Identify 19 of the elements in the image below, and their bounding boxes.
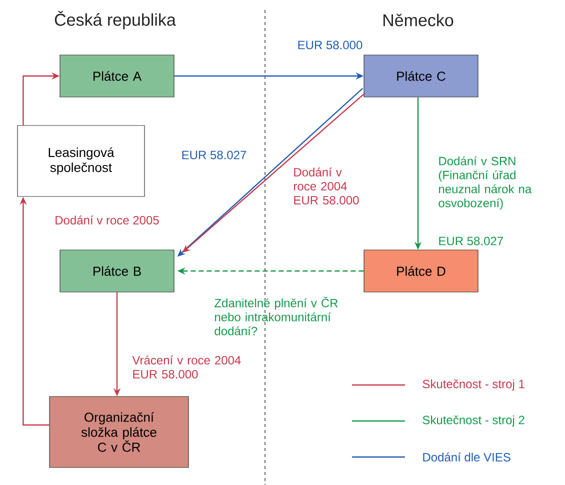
- legend-text: Skutečnost - stroj 1: [422, 379, 524, 391]
- heading: Česká republika: [54, 10, 176, 30]
- edge-label: EUR 58.000: [298, 40, 362, 50]
- box: Plátce D: [364, 250, 478, 292]
- edge-label: Dodání v roce 2005: [56, 216, 159, 224]
- edge-label: Dodání v SRN (Finanční úřad neuznal nárok na osvobození): [438, 156, 532, 210]
- edge-label: Dodání v roce 2004 EUR 58.000: [294, 168, 359, 204]
- edge-label: Vrácení v roce 2004 EUR 58.000: [132, 356, 241, 378]
- amount-label: EUR 58.027: [439, 236, 503, 246]
- box: Plátce A: [60, 54, 174, 98]
- legend-text: Skutečnost - stroj 2: [422, 415, 524, 427]
- box: Plátce B: [60, 250, 174, 292]
- edge-label: EUR 58.027: [182, 150, 246, 160]
- box: Organizační složka plátce C v ČR: [49, 396, 189, 468]
- edge-label: Zdanitelné plnění v ČR nebo intrakomunitární dodání?: [214, 296, 338, 336]
- box: Leasingová společnost: [17, 125, 145, 197]
- heading: Německo: [384, 14, 454, 26]
- legend-text: Dodání dle VIES: [423, 452, 510, 462]
- box: Plátce C: [364, 54, 478, 98]
